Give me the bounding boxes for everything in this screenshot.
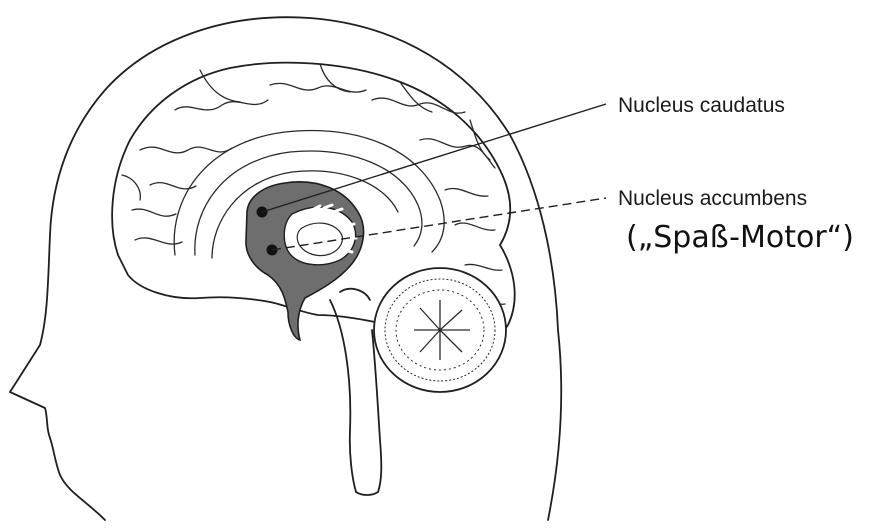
brainstem (330, 289, 381, 495)
nucleus-caudatus-label: Nucleus caudatus (618, 94, 785, 118)
spass-motor-label: („Spaß-Motor“) (626, 220, 854, 255)
cerebellum (374, 268, 506, 392)
caudatus-leader-line (262, 104, 606, 212)
nucleus-accumbens-label: Nucleus accumbens (618, 187, 807, 211)
